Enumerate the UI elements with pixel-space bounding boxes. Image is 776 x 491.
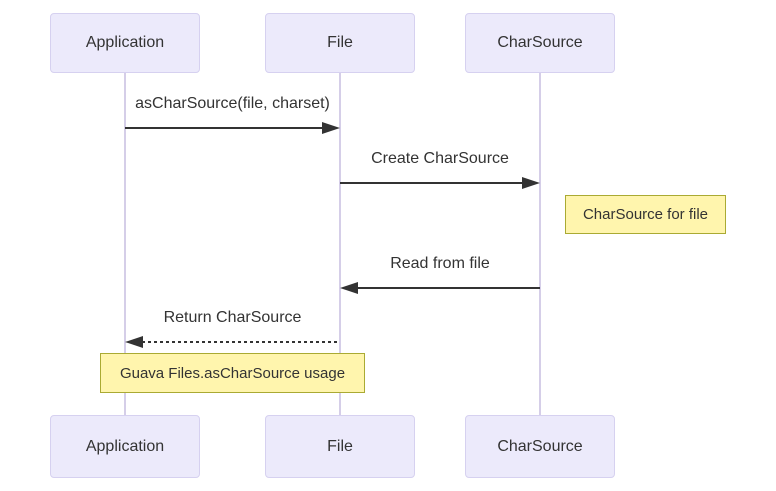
arrowhead-right-icon (322, 122, 340, 134)
message-label-return-charsource: Return CharSource (163, 309, 302, 326)
actor-box-application-bottom: Application (50, 415, 200, 478)
note-charsource-for-file: CharSource for file (565, 195, 726, 234)
actor-box-charsource-bottom: CharSource (465, 415, 615, 478)
arrowhead-left-icon (340, 282, 358, 294)
actor-label-application: Application (85, 437, 165, 455)
message-line-ascharsource (125, 127, 323, 129)
message-label-read-from-file: Read from file (390, 255, 490, 272)
lifeline-charsource (539, 73, 541, 415)
actor-label-charsource: CharSource (497, 34, 583, 51)
arrowhead-left-icon (125, 336, 143, 348)
note-text: CharSource for file (582, 206, 709, 223)
message-label-create-charsource: Create CharSource (371, 150, 509, 167)
actor-box-application-top: Application (50, 13, 200, 73)
lifeline-file (339, 73, 341, 415)
arrowhead-right-icon (522, 177, 540, 189)
note-guava-usage: Guava Files.asCharSource usage (100, 353, 365, 393)
actor-label-charsource: CharSource (497, 437, 583, 455)
note-text: Guava Files.asCharSource usage (119, 364, 346, 382)
actor-box-charsource-top: CharSource (465, 13, 615, 73)
actor-box-file-bottom: File (265, 415, 415, 478)
lifeline-application (124, 73, 126, 415)
actor-label-file: File (327, 34, 353, 51)
message-line-create-charsource (340, 182, 523, 184)
message-line-return-charsource (142, 341, 340, 343)
actor-label-file: File (327, 437, 353, 455)
actor-label-application: Application (85, 34, 165, 51)
actor-box-file-top: File (265, 13, 415, 73)
message-line-read-from-file (357, 287, 540, 289)
message-label-ascharsource: asCharSource(file, charset) (135, 95, 330, 112)
